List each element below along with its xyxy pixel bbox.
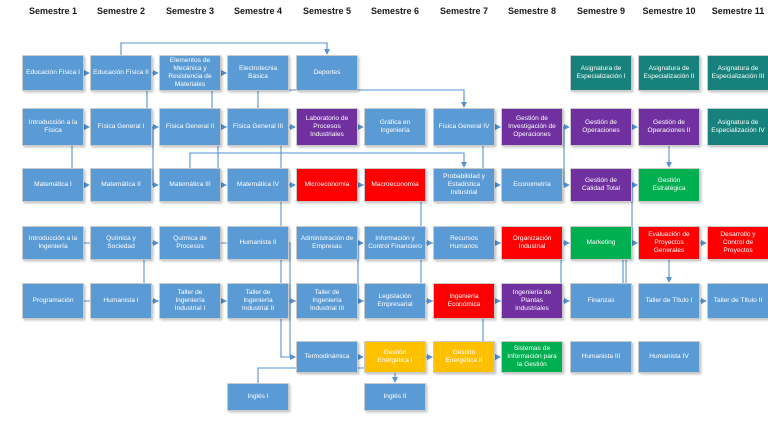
course-tt1: Taller de Título I xyxy=(638,283,700,319)
course-ing2: Inglés II xyxy=(364,383,426,411)
semester-header-11: Semestre 11 xyxy=(711,6,765,16)
course-termo: Termodinámica xyxy=(296,341,358,373)
course-fg4: Física General IV xyxy=(433,108,495,146)
course-prog: Programación xyxy=(22,283,84,319)
course-intro_fis: Introducción a la Física xyxy=(22,108,84,146)
semester-header-4: Semestre 4 xyxy=(233,6,283,16)
course-quimsoc: Química y Sociedad xyxy=(90,226,152,260)
course-sistinfo: Sistemas de Información para la Gestión xyxy=(501,341,563,373)
course-asig1: Asignatura de Especialización I xyxy=(570,55,632,91)
course-prob: Probabilidad y Estadística Industrial xyxy=(433,168,495,202)
course-fg2: Física General II xyxy=(159,108,221,146)
course-ef1: Educación Física I xyxy=(22,55,84,91)
course-quimproc: Química de Procesos xyxy=(159,226,221,260)
course-asig3: Asignatura de Especialización III xyxy=(707,55,768,91)
course-fg3: Física General III xyxy=(227,108,289,146)
course-gestinv: Gestión de Investigación de Operaciones xyxy=(501,108,563,146)
semester-header-6: Semestre 6 xyxy=(370,6,420,16)
course-legis: Legislación Empresarial xyxy=(364,283,426,319)
course-ef2: Educación Física II xyxy=(90,55,152,91)
edge-marketing-to-gestestr xyxy=(631,181,638,243)
semester-header-8: Semestre 8 xyxy=(507,6,557,16)
edge-fg3-to-fg4 xyxy=(257,89,468,108)
course-taller2: Taller de Ingeniería Industrial II xyxy=(227,283,289,319)
course-adm: Administración de Empresas xyxy=(296,226,358,260)
course-gen2: Gestión Energética II xyxy=(433,341,495,373)
course-fg1: Física General I xyxy=(90,108,152,146)
course-marketing: Marketing xyxy=(570,226,632,260)
course-finanzas: Finanzas xyxy=(570,283,632,319)
semester-header-1: Semestre 1 xyxy=(28,6,78,16)
course-deportes: Deportes xyxy=(296,55,358,91)
course-ing1: Inglés I xyxy=(227,383,289,411)
edge-gestinv-to-gestcal xyxy=(563,126,570,189)
course-intro_ing: Introducción a la Ingeniería xyxy=(22,226,84,260)
edge-mat2-to-fg2 xyxy=(152,123,159,186)
course-rrhh: Recursos Humanos xyxy=(433,226,495,260)
course-taller1: Taller de Ingeniería Industrial I xyxy=(159,283,221,319)
course-grafica: Gráfica en Ingeniería xyxy=(364,108,426,146)
course-mat1: Matemática I xyxy=(22,168,84,202)
course-mat3: Matemática III xyxy=(159,168,221,202)
semester-header-10: Semestre 10 xyxy=(642,6,696,16)
course-orgind: Organización Industrial xyxy=(501,226,563,260)
course-hum2: Humanista II xyxy=(227,226,289,260)
course-gestestr: Gestión Estratégica xyxy=(638,168,700,202)
course-hum3: Humanista III xyxy=(570,341,632,373)
course-hum1: Humanista I xyxy=(90,283,152,319)
course-tt2: Taller de Título II xyxy=(707,283,768,319)
semester-header-3: Semestre 3 xyxy=(165,6,215,16)
course-electro: Electrotecnia Básica xyxy=(227,55,289,91)
edge-ef2-to-deportes xyxy=(120,42,331,55)
course-gestop2: Gestión de Operaciones II xyxy=(638,108,700,146)
course-gestop: Gestión de Operaciones xyxy=(570,108,632,146)
semester-header-7: Semestre 7 xyxy=(439,6,489,16)
course-eval: Evaluación de Proyectos Generales xyxy=(638,226,700,260)
course-gen1: Gestión Energética I xyxy=(364,341,426,373)
course-ingplantas: Ingeniería de Plantas Industriales xyxy=(501,283,563,319)
edge-mat3-to-prob xyxy=(189,152,468,168)
course-micro: Microeconomía xyxy=(296,168,358,202)
edge-adm-to-legis xyxy=(357,243,364,305)
course-gestcal: Gestión de Calidad Total xyxy=(570,168,632,202)
course-mat2: Matemática II xyxy=(90,168,152,202)
course-desctrl: Desarrollo y Control de Proyectos xyxy=(707,226,768,260)
course-elem: Elementos de Mecánica y Resistencia de M… xyxy=(159,55,221,91)
course-taller3: Taller de Ingeniería Industrial III xyxy=(296,283,358,319)
course-econo: Econometría xyxy=(501,168,563,202)
semester-header-2: Semestre 2 xyxy=(96,6,146,16)
course-macro: Macroeconomía xyxy=(364,168,426,202)
course-info: Información y Control Financiero xyxy=(364,226,426,260)
course-lab: Laboratorio de Procesos Industriales xyxy=(296,108,358,146)
course-asig4: Asignatura de Especialización IV xyxy=(707,108,768,146)
course-asig2: Asignatura de Especialización II xyxy=(638,55,700,91)
semester-header-9: Semestre 9 xyxy=(576,6,626,16)
course-hum4: Humanista IV xyxy=(638,341,700,373)
course-mat4: Matemática IV xyxy=(227,168,289,202)
semester-header-5: Semestre 5 xyxy=(302,6,352,16)
course-ingeco: Ingeniería Económica xyxy=(433,283,495,319)
